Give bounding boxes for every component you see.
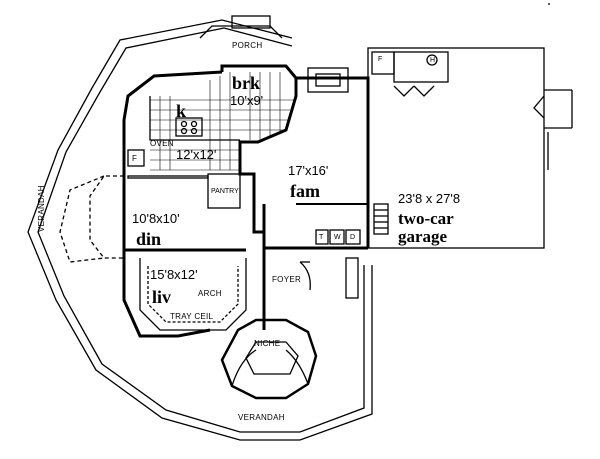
garage-h-label: H xyxy=(430,57,436,64)
living-label: liv xyxy=(152,287,172,307)
dining-dimension: 10'8x10' xyxy=(132,211,180,226)
verandah-bottom-label: VERANDAH xyxy=(238,413,285,422)
house-walls xyxy=(220,64,298,234)
verandah-outline xyxy=(27,19,373,441)
arch-label: ARCH xyxy=(198,289,222,298)
garage-f-label: F xyxy=(378,56,383,63)
porch-label: PORCH xyxy=(232,41,263,50)
dining-bay xyxy=(89,175,124,259)
tray-ceil-label: TRAY CEIL xyxy=(170,312,214,321)
family-label: fam xyxy=(290,181,320,201)
niche-label: NICHE xyxy=(254,339,281,348)
pantry-label: PANTRY xyxy=(211,188,239,195)
brk-dimension: 10'x9' xyxy=(230,93,264,108)
stair-tower xyxy=(220,318,318,400)
kitchen-f-label: F xyxy=(132,154,138,163)
living-dimension: 15'8x12' xyxy=(150,267,198,282)
dryer-label: D xyxy=(350,234,356,241)
porch-bay xyxy=(199,25,283,39)
brk-label: brk xyxy=(232,73,261,93)
garage-label-line2: garage xyxy=(398,227,448,246)
garage-label-line1: two-car xyxy=(398,209,454,228)
family-dimension: 17'x16' xyxy=(288,163,329,178)
kitchen-dimension: 12'x12' xyxy=(176,147,217,162)
kitchen-label: k xyxy=(176,101,187,121)
fireplace xyxy=(307,67,349,93)
washer-label: W xyxy=(334,234,341,241)
living-bay xyxy=(139,258,247,331)
garage-dimension: 23'8 x 27'8 xyxy=(398,191,461,206)
foyer-label: FOYER xyxy=(272,275,302,284)
dining-label: din xyxy=(136,229,162,249)
oven-label: OVEN xyxy=(150,139,174,148)
verandah-left-label: VERANDAH xyxy=(37,185,46,232)
laundry-t-label: T xyxy=(319,234,324,241)
